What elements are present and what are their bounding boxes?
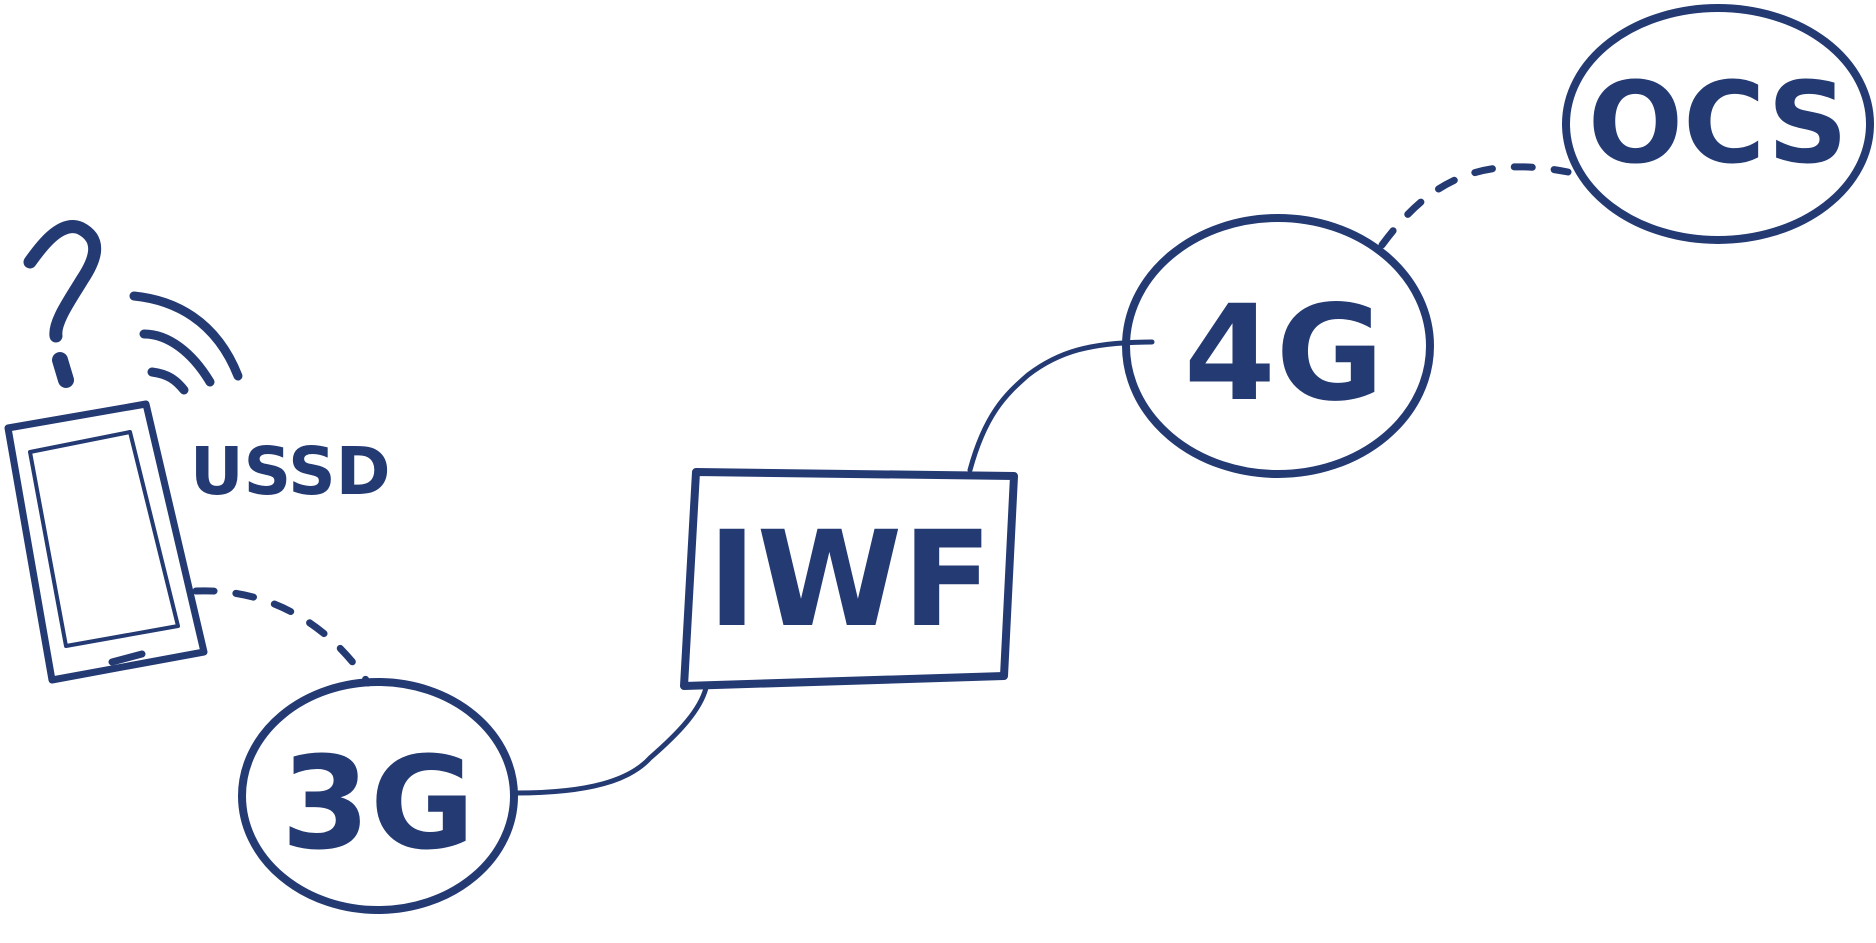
question-mark-icon [23,220,102,388]
node-iwf-label: IWF [708,503,993,657]
node-3g: 3G [238,678,518,914]
node-ocs: OCS [1562,4,1874,244]
node-4g-label: 4G [1184,277,1384,431]
connector-phone-3g [192,587,372,687]
connector-4g-ocs [1378,163,1572,249]
node-iwf: IWF [680,468,1018,690]
node-4g: 4G [1122,214,1434,478]
signal-waves-icon [129,291,243,395]
mobile-phone-icon [4,400,208,684]
ussd-label: USSD [190,433,390,510]
connector-iwf-4g [967,339,1155,473]
node-ocs-label: OCS [1588,59,1848,189]
node-3g-label: 3G [281,730,475,879]
connector-3g-iwf [513,685,709,796]
